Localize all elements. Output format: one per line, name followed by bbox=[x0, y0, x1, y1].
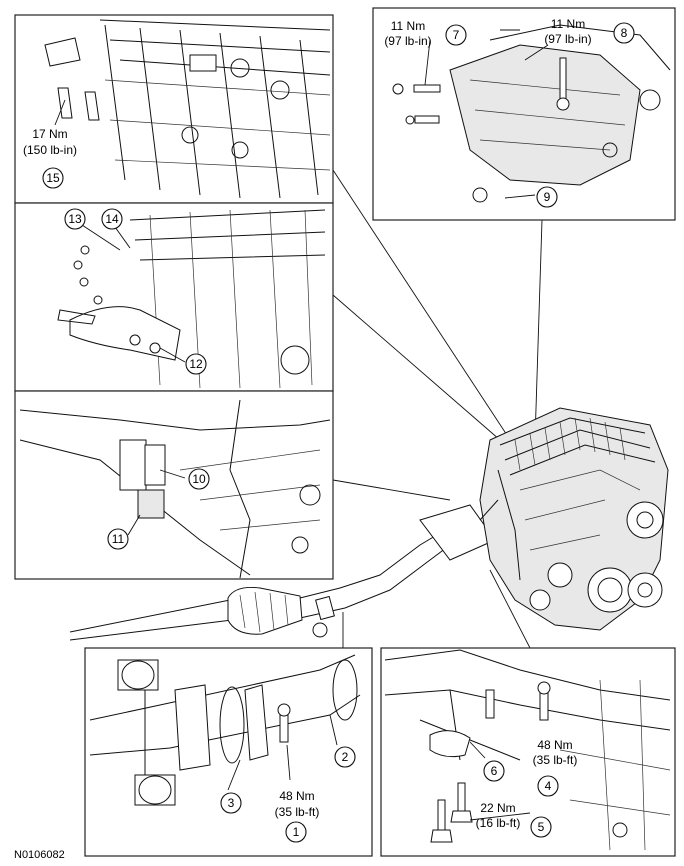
svg-text:6: 6 bbox=[491, 764, 498, 778]
callout-3: 3 bbox=[220, 792, 242, 814]
svg-text:11: 11 bbox=[112, 532, 125, 546]
callout-12: 12 bbox=[185, 353, 207, 375]
torque-nm: 48 Nm bbox=[279, 789, 314, 803]
torque-spec-1: 48 Nm (35 lb-ft) bbox=[275, 789, 320, 819]
torque-nm: 48 Nm bbox=[537, 738, 572, 752]
callout-1: 1 bbox=[285, 821, 307, 843]
detail-panel-upper-left bbox=[14, 14, 334, 204]
svg-text:1: 1 bbox=[293, 825, 300, 839]
svg-text:2: 2 bbox=[342, 750, 349, 764]
svg-text:15: 15 bbox=[46, 171, 60, 185]
svg-text:12: 12 bbox=[189, 357, 203, 371]
torque-spec-7: 11 Nm (97 lb-in) bbox=[384, 19, 431, 48]
callout-6: 6 bbox=[483, 760, 505, 782]
svg-text:7: 7 bbox=[453, 28, 460, 42]
callout-13: 13 bbox=[64, 208, 86, 230]
callout-9: 9 bbox=[536, 186, 558, 208]
torque-imperial: (35 lb-ft) bbox=[533, 753, 578, 767]
exhaust-pipe-assembly bbox=[69, 504, 496, 641]
torque-imperial: (35 lb-ft) bbox=[275, 805, 320, 819]
torque-nm: 11 Nm bbox=[391, 19, 425, 33]
svg-text:4: 4 bbox=[545, 779, 552, 793]
svg-text:8: 8 bbox=[621, 26, 628, 40]
callout-7: 7 bbox=[445, 24, 467, 46]
svg-text:10: 10 bbox=[192, 472, 206, 486]
torque-spec-8: 11 Nm (97 lb-in) bbox=[544, 17, 591, 46]
torque-imperial: (97 lb-in) bbox=[544, 32, 591, 46]
detail-panel-lower-left bbox=[14, 390, 334, 580]
torque-nm: 22 Nm bbox=[480, 801, 515, 815]
torque-imperial: (97 lb-in) bbox=[384, 34, 431, 48]
callout-10: 10 bbox=[188, 468, 210, 490]
torque-spec-4: 48 Nm (35 lb-ft) bbox=[533, 738, 578, 767]
svg-text:14: 14 bbox=[105, 212, 119, 226]
torque-imperial: (150 lb-in) bbox=[23, 143, 77, 157]
detail-panel-bottom-right bbox=[380, 647, 676, 857]
detail-panel-bottom-center bbox=[84, 647, 373, 857]
torque-nm: 17 Nm bbox=[32, 127, 67, 141]
torque-spec-15: 17 Nm (150 lb-in) bbox=[23, 127, 77, 157]
svg-text:3: 3 bbox=[228, 796, 235, 810]
torque-spec-5: 22 Nm (16 lb-ft) bbox=[476, 801, 521, 830]
engine-assembly bbox=[479, 407, 669, 631]
callout-11: 11 bbox=[107, 528, 129, 550]
torque-imperial: (16 lb-ft) bbox=[476, 816, 521, 830]
callout-4: 4 bbox=[537, 775, 559, 797]
connector-lines bbox=[332, 169, 543, 649]
svg-text:5: 5 bbox=[538, 820, 545, 834]
svg-text:9: 9 bbox=[544, 190, 551, 204]
callout-15: 15 bbox=[42, 167, 64, 189]
svg-text:13: 13 bbox=[68, 212, 82, 226]
callout-5: 5 bbox=[530, 816, 552, 838]
detail-panel-middle-left bbox=[14, 202, 334, 392]
callout-2: 2 bbox=[334, 746, 356, 768]
torque-nm: 11 Nm bbox=[551, 17, 585, 31]
callout-8: 8 bbox=[613, 22, 635, 44]
figure-id: N0106082 bbox=[14, 849, 65, 861]
callout-14: 14 bbox=[101, 208, 123, 230]
